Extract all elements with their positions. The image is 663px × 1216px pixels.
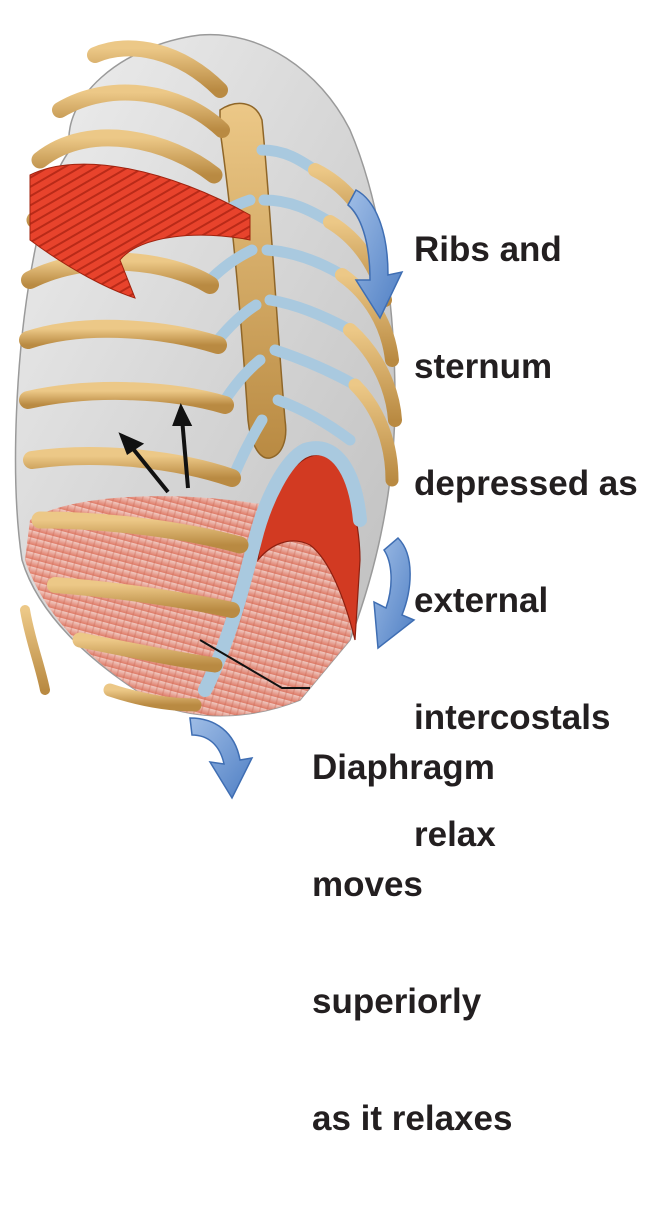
diaphragm-annotation-line: as it relaxes — [312, 1099, 512, 1138]
diaphragm-annotation: Diaphragm moves superiorly as it relaxes — [312, 670, 512, 1216]
diaphragm-annotation-line: Diaphragm — [312, 748, 512, 787]
rib-cage-diagram: Ribs and sternum depressed as external i… — [0, 0, 663, 843]
ribs-annotation-line: external — [414, 581, 638, 620]
curved-down-arrow-icon — [374, 538, 414, 648]
ribs-annotation-line: depressed as — [414, 464, 638, 503]
diaphragm-annotation-line: superiorly — [312, 982, 512, 1021]
curved-down-arrow-icon — [190, 718, 252, 798]
diaphragm-annotation-line: moves — [312, 865, 512, 904]
ribs-annotation-line: Ribs and — [414, 230, 638, 269]
ribs-annotation-line: sternum — [414, 347, 638, 386]
